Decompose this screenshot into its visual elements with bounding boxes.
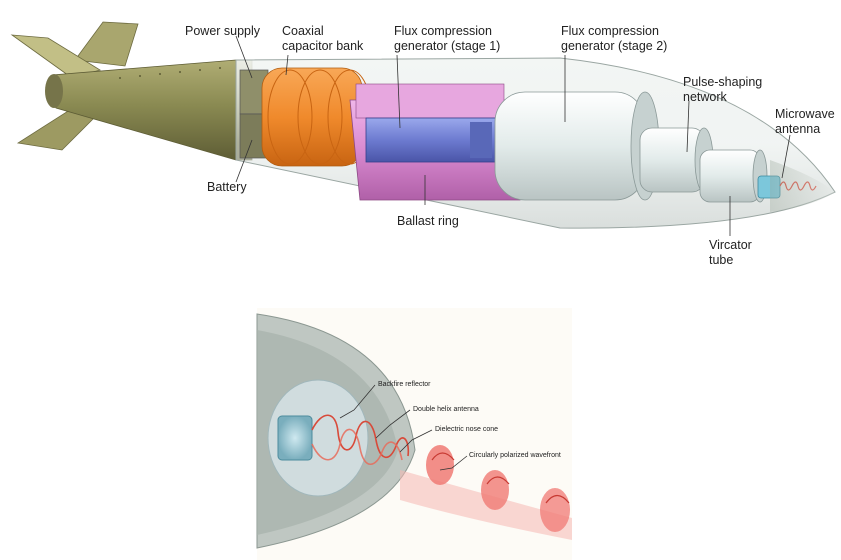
- label-coaxial-capacitor-bank: Coaxial capacitor bank: [282, 24, 364, 53]
- label-vircator-tube: Vircator tube: [709, 238, 755, 267]
- label-flux-stage1: Flux compression generator (stage 1): [394, 24, 500, 53]
- label-ballast-ring: Ballast ring: [397, 214, 459, 228]
- label-dielectric-nose-cone: Dielectric nose cone: [435, 426, 498, 433]
- antenna-hub: [277, 415, 313, 461]
- tail-fin-upper: [74, 21, 139, 67]
- label-backfire-reflector: Backfire reflector: [378, 381, 431, 388]
- body-rivets: [119, 67, 221, 79]
- backfire-reflector: [267, 379, 369, 497]
- label-double-helix-antenna: Double helix antenna: [413, 406, 479, 413]
- nose-cone: [770, 160, 835, 212]
- flux-stage2-generator: [494, 91, 660, 201]
- rear-body: [48, 59, 253, 161]
- label-pulse-shaping: Pulse-shaping network: [683, 75, 766, 104]
- label-battery: Battery: [207, 180, 247, 194]
- circular-wavefront: [400, 445, 572, 540]
- tail-fin-left: [10, 34, 101, 79]
- bomb-cutaway: [10, 21, 836, 229]
- label-flux-stage2: Flux compression generator (stage 2): [561, 24, 667, 53]
- vircator-tube: [699, 149, 768, 203]
- label-power-supply: Power supply: [185, 24, 261, 38]
- bottom-leader-lines: [339, 384, 468, 471]
- top-labels: Power supply Coaxial capacitor bank Flux…: [185, 24, 838, 267]
- double-helix-antenna: [311, 414, 410, 466]
- label-microwave-antenna: Microwave antenna: [775, 107, 838, 136]
- label-circular-wavefront: Circularly polarized wavefront: [469, 452, 561, 459]
- antenna-detail-panel: Backfire reflector Double helix antenna …: [256, 308, 572, 560]
- flux-stage1-generator: [349, 83, 521, 201]
- top-leader-lines: [235, 35, 791, 236]
